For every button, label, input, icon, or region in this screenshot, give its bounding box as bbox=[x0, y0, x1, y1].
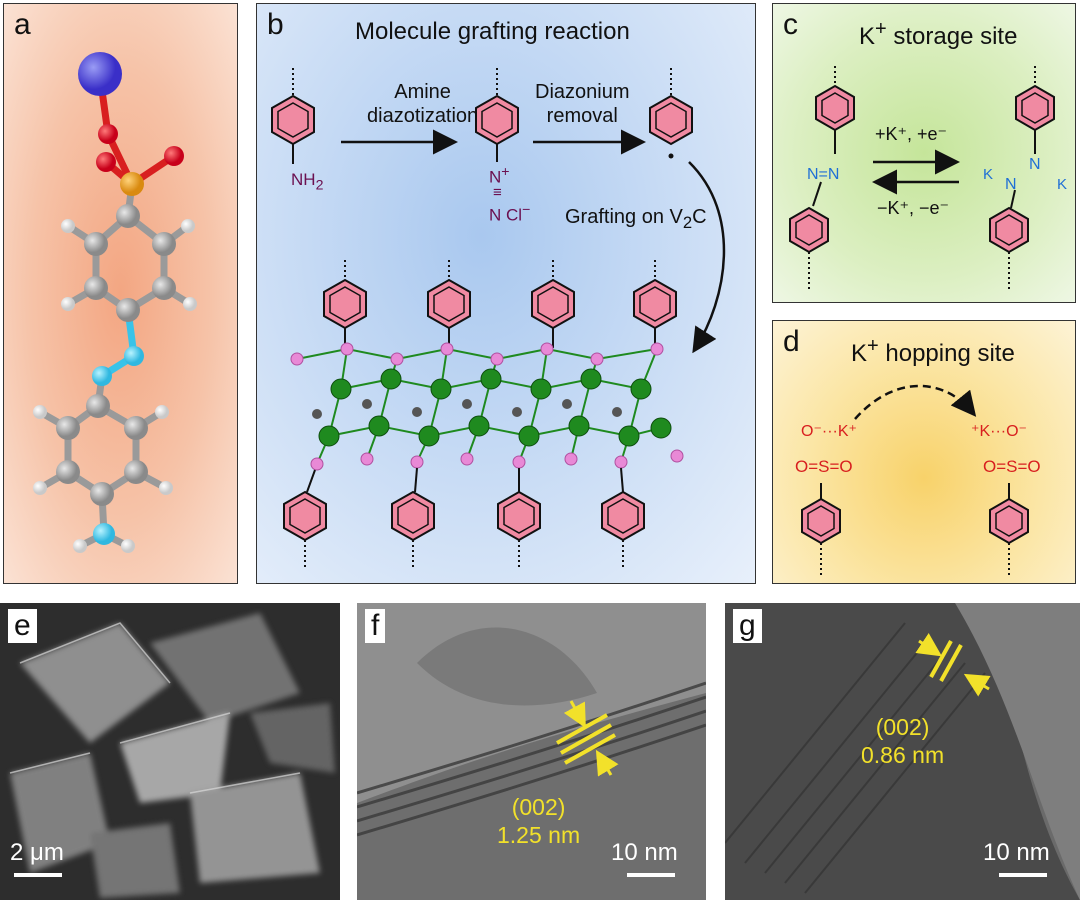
right-k-o-site: ⁺K···O⁻ bbox=[971, 423, 1027, 440]
panel-e-scale-label: 2 μm bbox=[10, 839, 64, 866]
amine-group: NH2 bbox=[291, 170, 324, 194]
panel-a-label: a bbox=[14, 8, 31, 41]
hopping-scheme bbox=[801, 384, 1029, 576]
v2c-lattice bbox=[290, 342, 684, 471]
triple-bond-glyph: ≡ bbox=[493, 184, 502, 201]
left-o-k-site: O⁻···K⁺ bbox=[801, 423, 857, 440]
panel-b-label: b bbox=[267, 8, 284, 41]
ball-stick-model bbox=[33, 52, 197, 553]
panel-c-label: c bbox=[783, 8, 798, 41]
panel-f-annotation: (002)1.25 nm bbox=[497, 794, 581, 848]
panel-g-scalebar bbox=[999, 873, 1047, 877]
n-left: N bbox=[1005, 176, 1017, 193]
right-sulfonyl: O=S=O bbox=[983, 457, 1041, 476]
panel-g-label: g bbox=[733, 609, 762, 643]
sulfur-atom bbox=[120, 172, 144, 196]
storage-scheme bbox=[789, 66, 1055, 289]
panel-g-annotation: (002)0.86 nm bbox=[861, 714, 945, 768]
diazonium-n2-cl: N Cl− bbox=[489, 202, 531, 225]
sem-texture bbox=[0, 603, 340, 900]
panel-a-molecule-model: a bbox=[3, 3, 238, 584]
grafting-scheme bbox=[271, 68, 726, 569]
grafting-label: Grafting on V2C bbox=[565, 206, 707, 232]
diazonium-n1: N+ bbox=[489, 164, 510, 187]
panel-f-label: f bbox=[365, 609, 386, 643]
panel-d-title: K+ hopping site bbox=[851, 335, 1015, 367]
panel-b-grafting-reaction: b Molecule grafting reaction bbox=[256, 3, 756, 584]
panel-c-title: K+ storage site bbox=[859, 18, 1018, 50]
potassium-atom bbox=[78, 52, 122, 96]
panel-c-storage-site: c K+ storage site N=N +K⁺, +e⁻ −K⁺, −e⁻ … bbox=[772, 3, 1076, 303]
panel-f-tem-image: f (002)1.25 nm 10 nm bbox=[357, 603, 706, 900]
k-left: K bbox=[983, 166, 994, 183]
k-right: K bbox=[1057, 176, 1068, 193]
n-right: N bbox=[1029, 156, 1041, 173]
left-sulfonyl: O=S=O bbox=[795, 457, 853, 476]
panel-g-scale-label: 10 nm bbox=[983, 839, 1050, 866]
azo-group: N=N bbox=[807, 166, 840, 183]
panel-e-label: e bbox=[8, 609, 37, 643]
panel-d-label: d bbox=[783, 325, 800, 358]
panel-f-scale-label: 10 nm bbox=[611, 839, 678, 866]
panel-b-title: Molecule grafting reaction bbox=[355, 18, 630, 45]
forward-reaction-label: +K⁺, +e⁻ bbox=[875, 124, 948, 144]
panel-d-hopping-site: d K+ hopping site O⁻···K⁺ ⁺K···O⁻ O=S=O … bbox=[772, 320, 1076, 584]
panel-e-sem-image: e 2 μm bbox=[0, 603, 340, 900]
tem-texture-g bbox=[725, 603, 1080, 900]
tem-texture-f bbox=[357, 603, 706, 900]
panel-e-scalebar bbox=[14, 873, 62, 877]
reverse-reaction-label: −K⁺, −e⁻ bbox=[877, 198, 950, 218]
panel-g-tem-image: g (002)0.86 nm 10 nm bbox=[725, 603, 1080, 900]
panel-f-scalebar bbox=[627, 873, 675, 877]
